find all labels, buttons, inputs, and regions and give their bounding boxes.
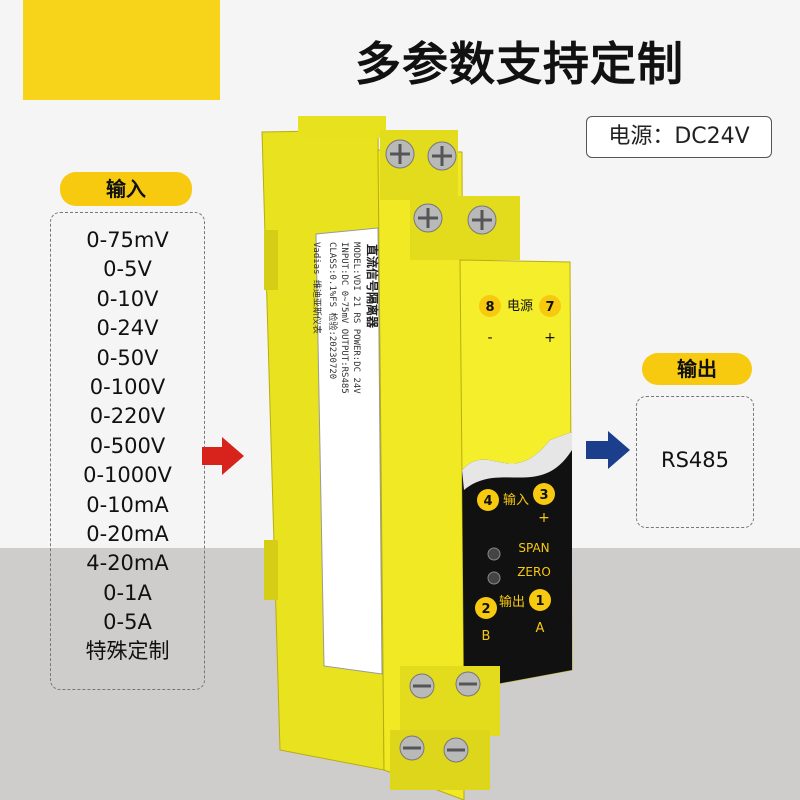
terminal-label: 输出 [499,594,525,610]
list-item: 0-5A [103,610,152,635]
terminal-label: 电源 [507,299,533,314]
terminal-number: 8 [485,300,494,315]
list-item: 0-500V [89,433,166,458]
list-item: 0-20mA [86,521,169,546]
polarity-label: - [487,330,492,346]
terminal-number: 3 [539,488,548,503]
device-label-title: 直流信号隔离器 [365,244,380,329]
list-item: 0-24V [96,316,159,341]
brand-logo-block [23,0,220,100]
device-label-line: CLASS:0.1%FS 检验:20230720 [327,242,339,379]
list-item: 0-100V [89,374,166,399]
polarity-label: + [544,330,556,346]
device-label-line: Vadias 维迪亚斯仪表 [311,242,323,334]
polarity-label: + [538,510,550,526]
list-item: 0-50V [96,345,159,370]
list-item: 0-1A [103,580,152,605]
input-range-list: 0-75mV 0-5V 0-10V 0-24V 0-50V 0-100V 0-2… [50,226,205,667]
list-item: 0-75mV [86,228,169,252]
output-label-pill: 输出 [642,353,752,385]
span-label: SPAN [518,541,549,555]
terminal-number: 4 [483,494,492,509]
zero-label: ZERO [517,565,551,579]
terminal-number: 2 [481,602,490,617]
isolator-device-image: 直流信号隔离器 MODEL:VDI 21 RS POWER:DC 24V INP… [261,116,573,800]
output-value: RS485 [660,448,729,472]
polarity-label: A [536,621,545,636]
headline: 多参数支持定制 [355,37,684,91]
list-item: 0-220V [89,404,166,429]
list-item: 0-10V [96,286,159,311]
output-box [636,396,754,528]
input-label-pill: 输入 [60,172,192,206]
list-item: 0-5V [103,257,152,282]
device-label-line: INPUT:DC 0~75mV OUTPUT:RS485 [339,242,349,394]
list-item: 特殊定制 [85,639,170,664]
device-label-line: MODEL:VDI 21 RS POWER:DC 24V [351,242,361,394]
terminal-number: 7 [545,300,554,315]
list-item: 0-1000V [83,463,172,488]
power-spec-badge: 电源：DC24V [586,116,772,158]
output-arrow-icon [586,431,630,469]
terminal-label: 输入 [503,492,529,508]
input-arrow-icon [202,437,244,475]
polarity-label: B [482,629,491,644]
terminal-number: 1 [535,594,544,609]
list-item: 4-20mA [86,551,169,576]
list-item: 0-10mA [86,492,169,517]
